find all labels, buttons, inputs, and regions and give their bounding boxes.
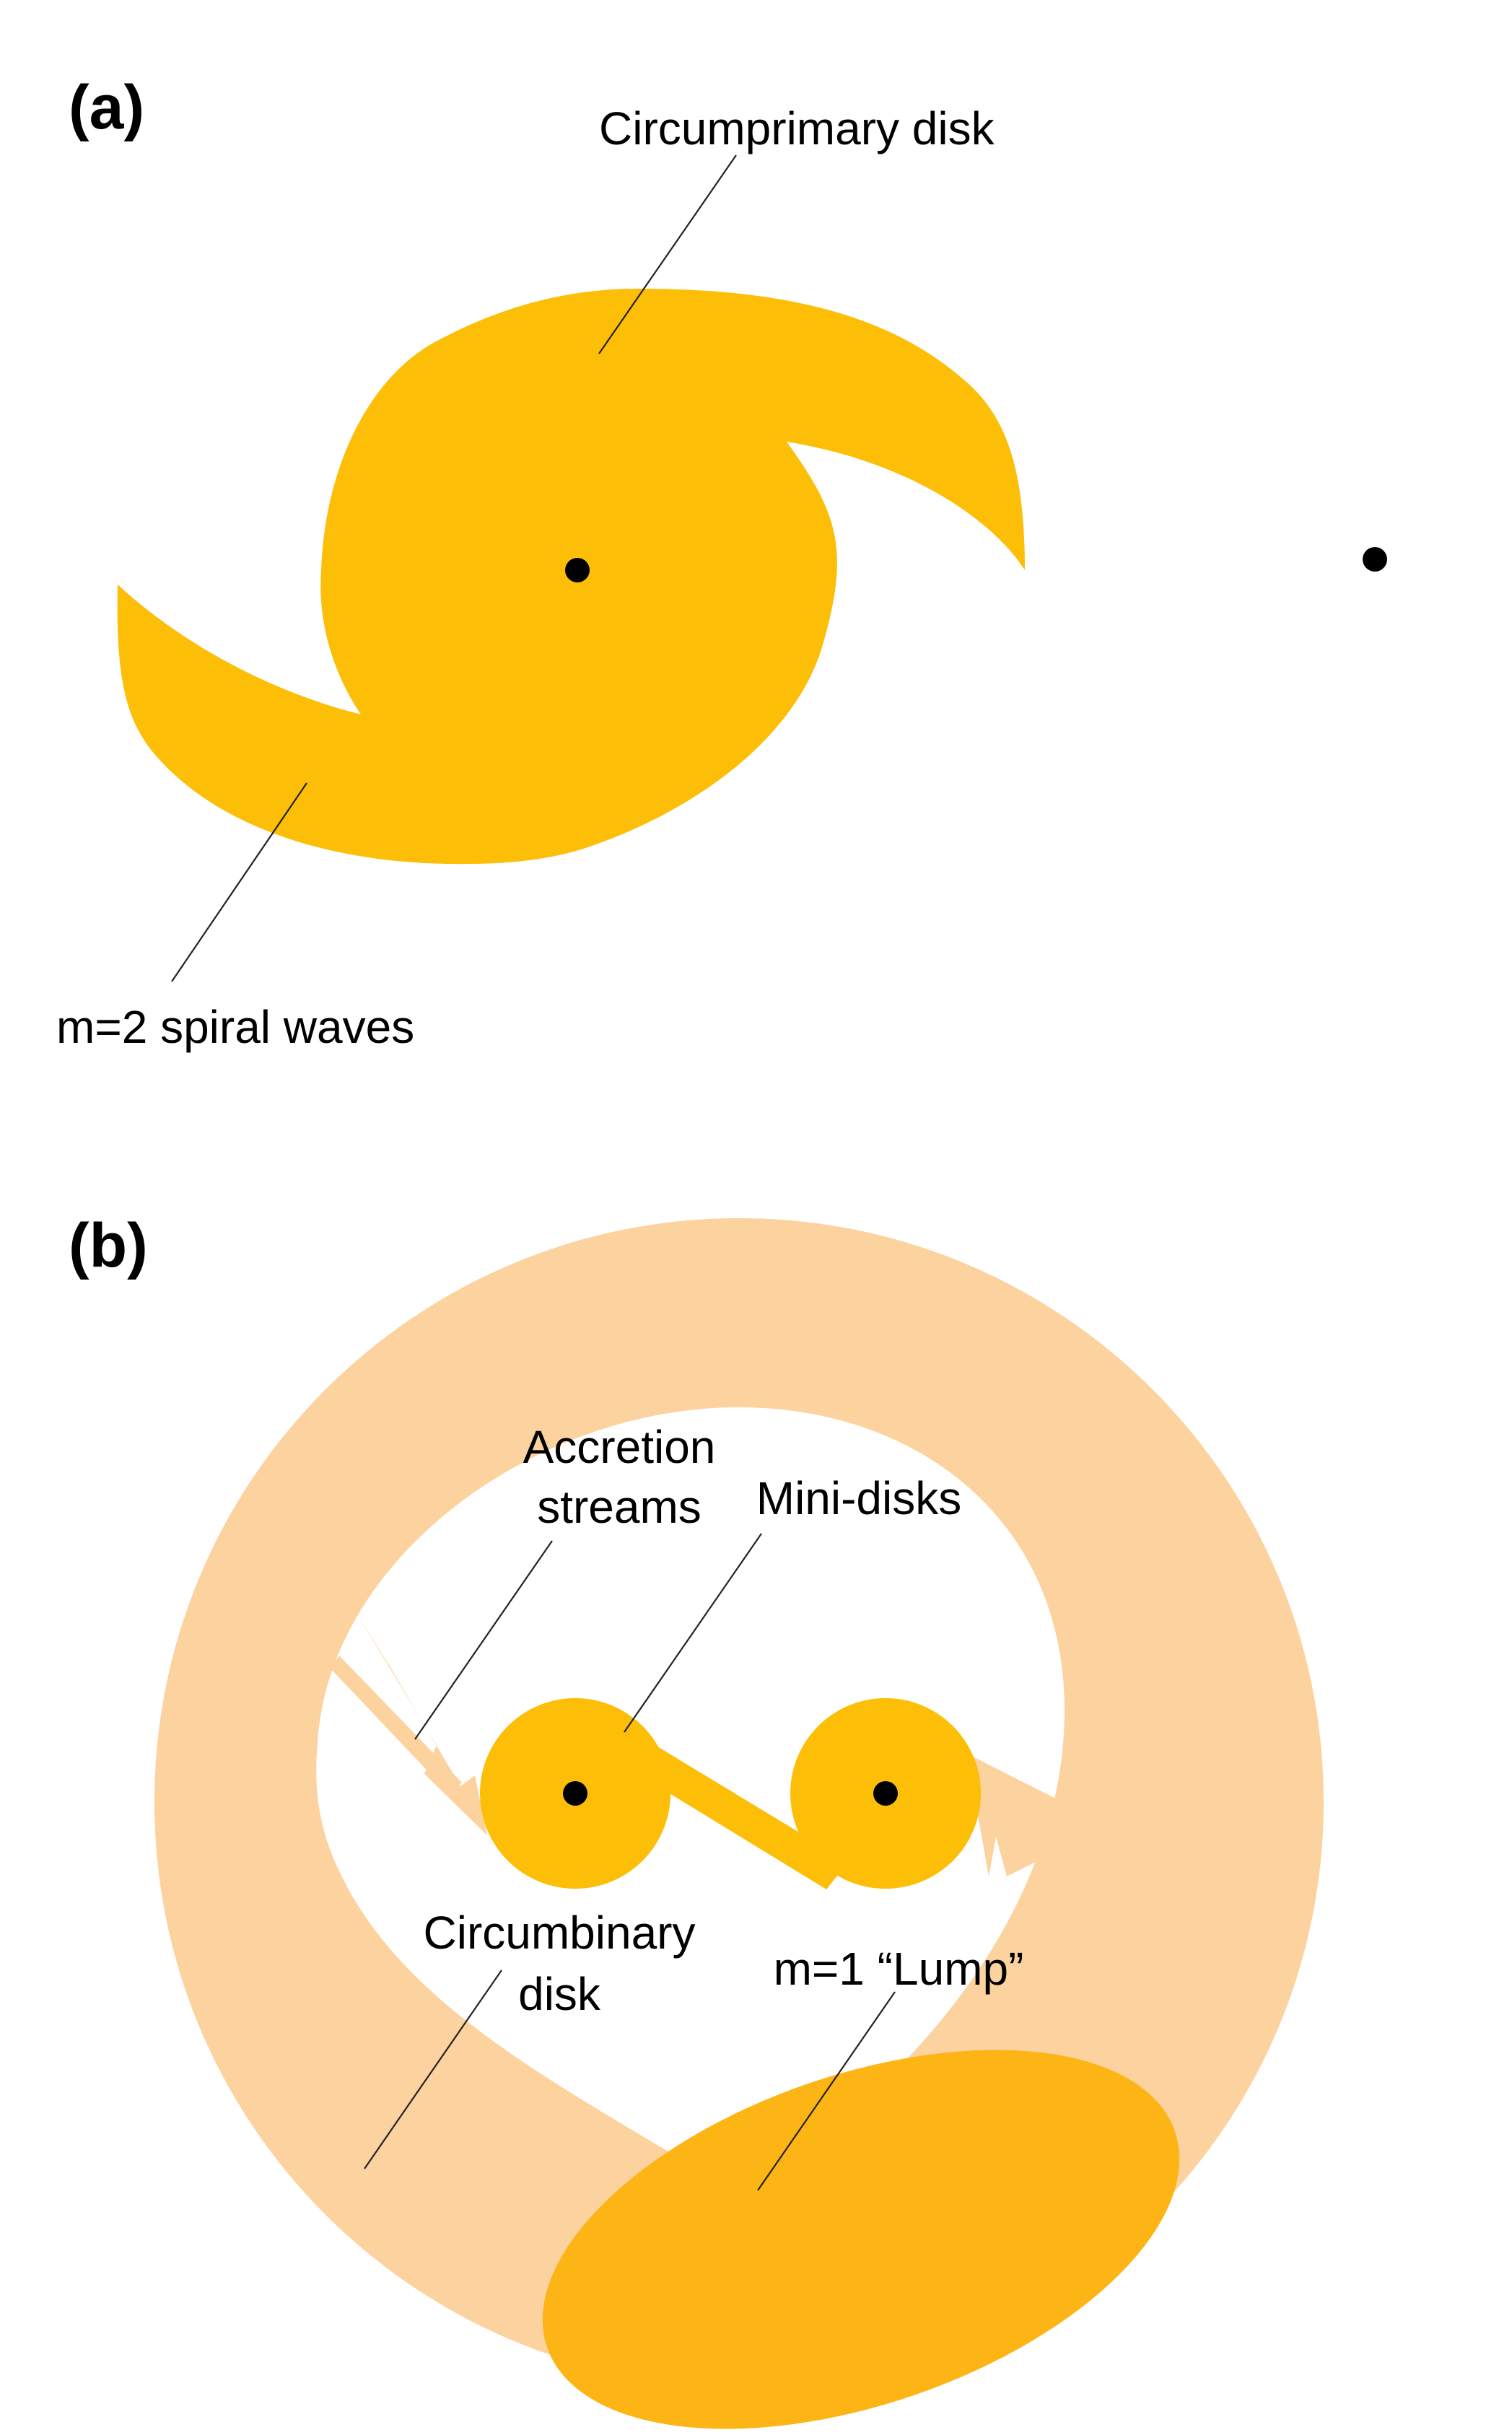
binary-point-right [873,1781,898,1806]
minidisks-label: Mini-disks [756,1472,961,1524]
accretion-stream-left [355,1611,487,1835]
binary-point-left [563,1781,587,1806]
minidisks-leader [624,1533,762,1733]
accretion-stream-right [967,1754,1151,2050]
panel-b-label: (b) [69,1211,148,1280]
accretion-label-line1: Accretion [523,1421,716,1473]
panel-a-label: (a) [69,73,144,142]
lump-leader [757,1991,896,2191]
primary-point [565,558,590,582]
lump-label: m=1 “Lump” [774,1943,1024,1995]
circumbinary-label-line2: disk [518,1968,601,2020]
mini-disk-bridge [605,1723,848,1889]
accretion-leader [414,1540,553,1740]
spiral-waves-label: m=2 spiral waves [56,1001,414,1053]
spiral-leader [171,782,307,982]
accretion-stream-left-wing [331,1656,462,1793]
panel-b: (b) Accretion streams Mini-disks Circumb… [69,1211,1324,2429]
circumprimary-leader [598,154,737,354]
circumbinary-label-line1: Circumbinary [424,1907,696,1959]
panel-a: (a) Circumprimary disk m=2 spiral waves [56,73,1387,1053]
lump [542,2050,1180,2429]
circumprimary-label: Circumprimary disk [599,102,995,154]
secondary-point [1363,547,1387,572]
circumbinary-leader [364,1970,502,2169]
accretion-label-line2: streams [537,1481,702,1533]
